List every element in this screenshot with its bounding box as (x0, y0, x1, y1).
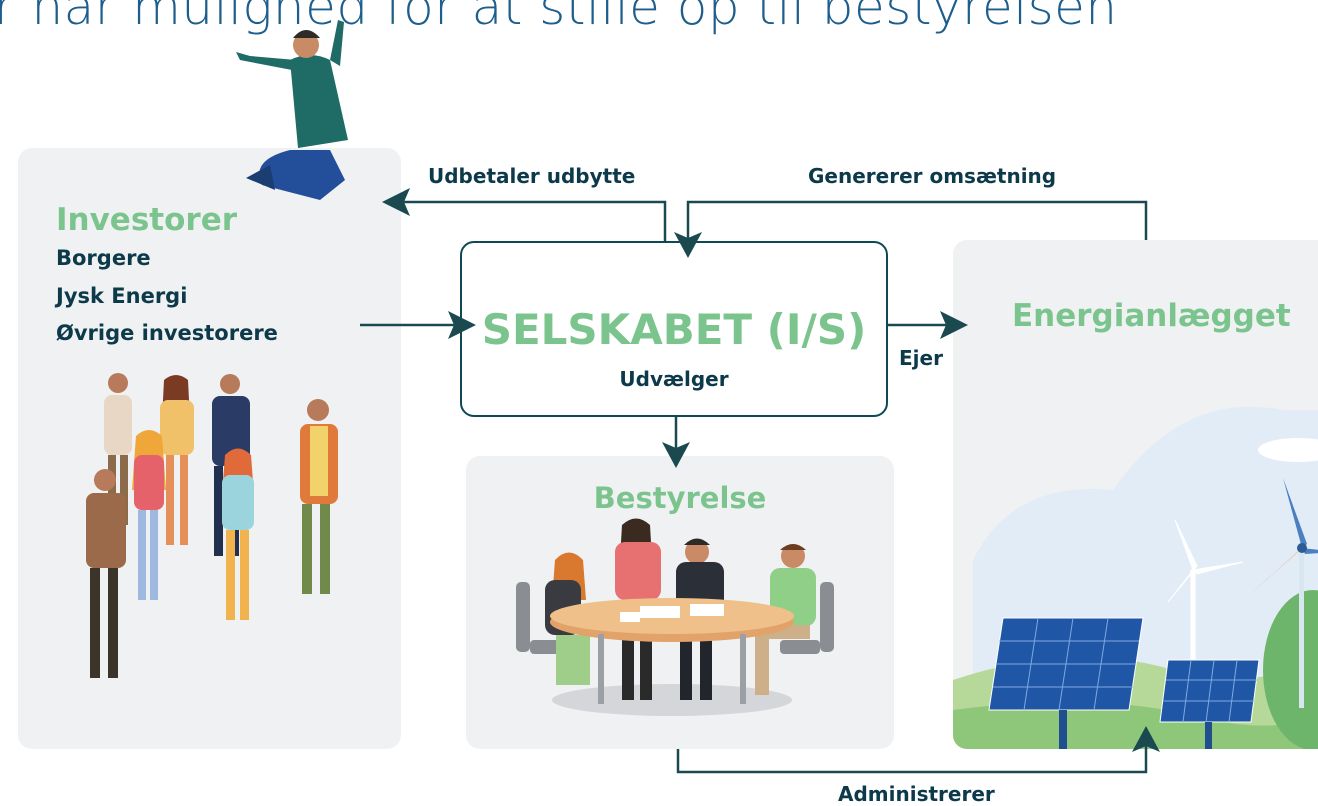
solar-panel-icon (1159, 659, 1260, 749)
investors-people-illustration (86, 373, 338, 678)
dividend-connector (395, 200, 667, 241)
investor-item: Jysk Energi (56, 284, 188, 308)
energy-panel (953, 240, 1318, 749)
arrow-head-icon (1132, 726, 1160, 752)
revenue-label: Genererer omsætning (808, 164, 1057, 188)
administers-label: Administrerer (838, 782, 995, 806)
investors-title: Investorer (56, 202, 238, 238)
jumping-person-illustration (236, 20, 348, 200)
owns-label: Ejer (899, 346, 943, 370)
board-meeting-illustration (516, 518, 834, 716)
investor-item: Borgere (56, 246, 151, 270)
revenue-connector (686, 200, 1148, 245)
page-title: r har mulighed for at stille op til best… (0, 0, 1118, 36)
cloud-shape (1258, 438, 1318, 462)
company-name: SELSKABET (I/S) (481, 305, 867, 354)
hill-shape-dark (953, 702, 1318, 749)
energy-illustration (953, 406, 1318, 749)
board-title: Bestyrelse (593, 481, 767, 515)
arrow-head-icon (674, 232, 702, 258)
arrow-head-icon (662, 442, 690, 468)
investor-item: Øvrige investorere (56, 321, 278, 345)
energy-title: Energianlægget (1012, 298, 1291, 334)
administers-connector (676, 742, 1148, 774)
arrow-head-icon (940, 311, 968, 339)
dividend-label: Udbetaler udbytte (428, 164, 636, 188)
arrow-head-icon (382, 188, 410, 216)
company-sub-label: Udvælger (619, 367, 729, 391)
bush-shape (1263, 590, 1318, 749)
arrow-head-icon (448, 311, 476, 339)
company-box: SELSKABET (I/S) Udvælger (460, 241, 888, 417)
wind-turbine-icon (1248, 478, 1318, 708)
solar-panel-icon (988, 617, 1144, 749)
